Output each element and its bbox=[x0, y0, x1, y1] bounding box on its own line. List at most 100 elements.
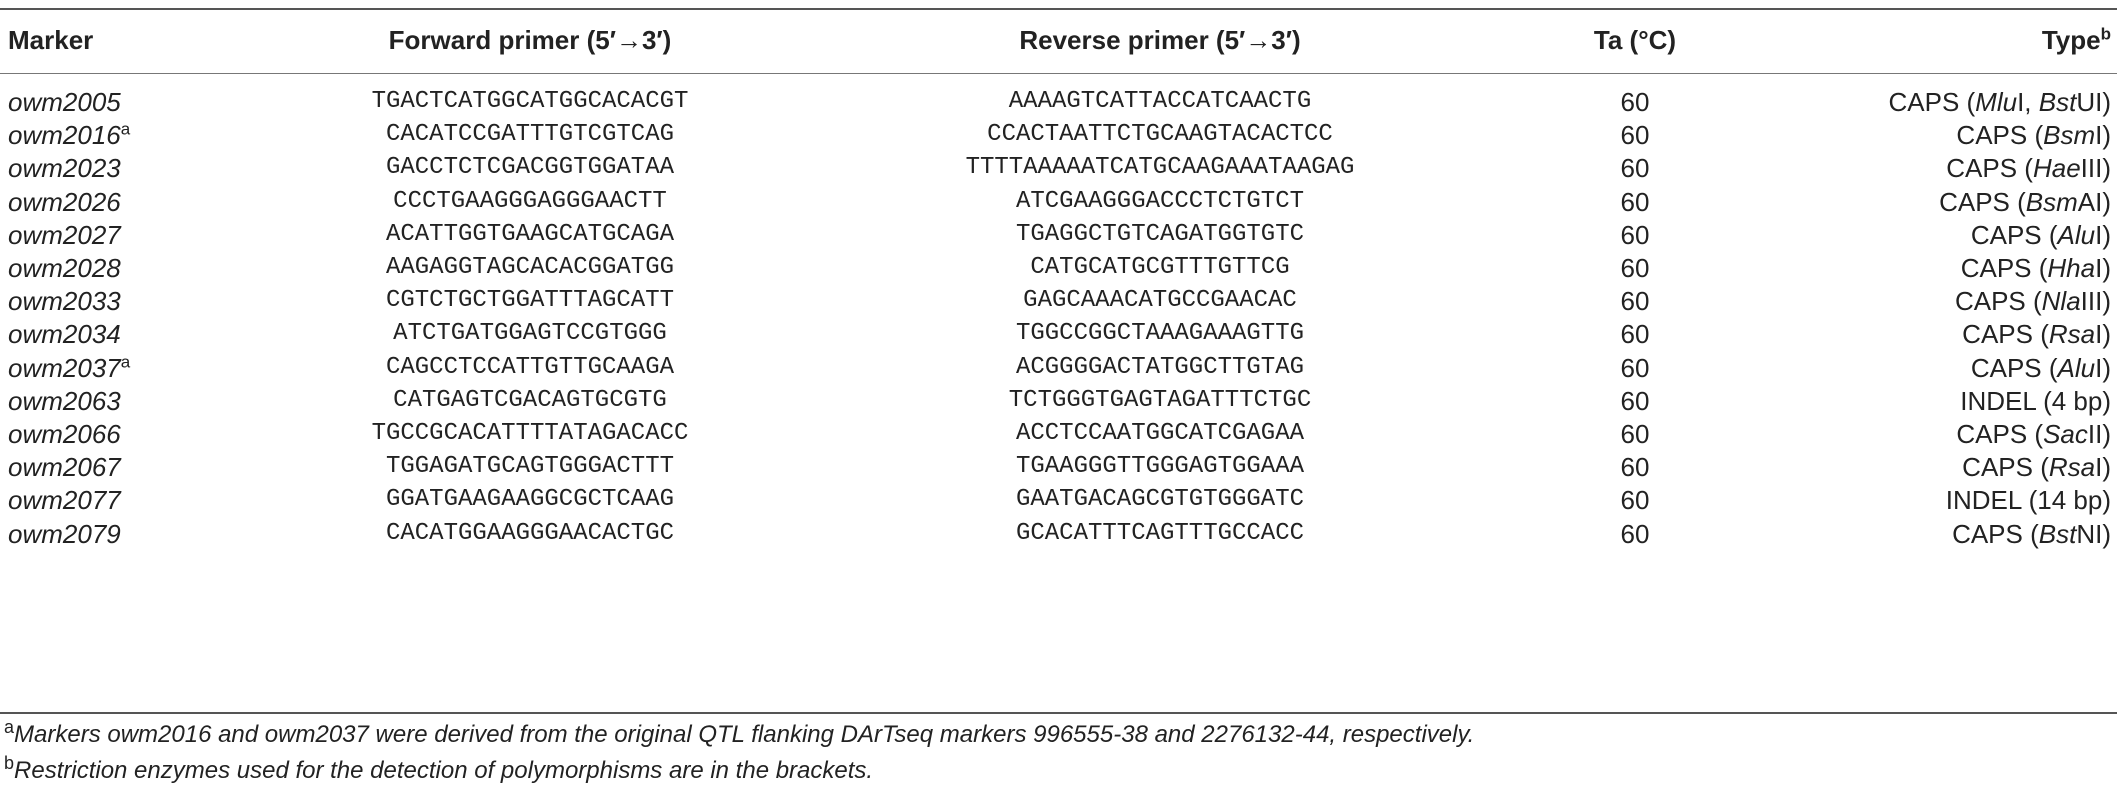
type-prefix: INDEL (14 bp) bbox=[1945, 485, 2111, 516]
footnote-a: aMarkers owm2016 and owm2037 were derive… bbox=[4, 718, 1474, 749]
reverse-primer-cell: TGAGGCTGTCAGATGGTGTC bbox=[1015, 220, 1305, 248]
ta-cell: 60 bbox=[1620, 319, 1650, 350]
type-prefix: CAPS ( bbox=[1970, 352, 2058, 383]
ta-cell: 60 bbox=[1620, 120, 1650, 151]
type-cell: CAPS (HaeIII) bbox=[1946, 146, 2111, 190]
marker-name: owm2016 bbox=[8, 120, 121, 151]
ta-cell: 60 bbox=[1620, 87, 1650, 117]
enzyme-name: Rsa bbox=[2048, 452, 2096, 483]
type-prefix: CAPS ( bbox=[1954, 286, 2042, 317]
header-type-label: Type bbox=[2041, 25, 2101, 55]
reverse-primer-cell: AAAAGTCATTACCATCAACTG bbox=[1008, 88, 1312, 115]
marker-name: owm2027 bbox=[8, 219, 121, 250]
forward-primer-cell: ATCTGATGGAGTCCGTGGG bbox=[393, 320, 667, 348]
enzyme-name: Alu bbox=[2057, 352, 2096, 383]
marker-name: owm2034 bbox=[8, 319, 121, 350]
type-suffix: I) bbox=[2095, 219, 2111, 250]
table-header-rule bbox=[0, 73, 2117, 74]
ta-cell: 60 bbox=[1620, 153, 1650, 184]
reverse-primer-cell: CATGCATGCGTTTGTTCG bbox=[1030, 254, 1290, 281]
marker-cell: owm2034 bbox=[8, 312, 121, 356]
marker-cell: owm2066 bbox=[8, 412, 121, 456]
type-suffix: II) bbox=[2087, 419, 2111, 449]
marker-cell: owm2063 bbox=[8, 379, 121, 423]
header-ta: Ta (°C) bbox=[1593, 25, 1677, 55]
type-suffix: AI) bbox=[2077, 186, 2111, 217]
ta-cell: 60 bbox=[1620, 253, 1650, 283]
table-row: owm2066 TGCCGCACATTTTATAGACACC ACCTCCAATGG… bbox=[0, 412, 2117, 456]
type-prefix: CAPS ( bbox=[1956, 419, 2044, 449]
ta-cell: 60 bbox=[1620, 186, 1650, 217]
marker-name: owm2028 bbox=[8, 253, 121, 283]
footnote-b-text: Restriction enzymes used for the detecti… bbox=[14, 757, 874, 784]
type-prefix: CAPS ( bbox=[1970, 219, 2058, 250]
reverse-primer-cell: TTTTAAAAATCATGCAAGAAATAAGAG bbox=[965, 154, 1355, 182]
type-cell: CAPS (BsmI) bbox=[1956, 113, 2111, 157]
table-row: owm2067 TGGAGATGCAGTGGGACTTT TGAAGGGTTGGGA… bbox=[0, 445, 2117, 489]
header-reverse-primer: Reverse primer (5′→3′) bbox=[1019, 25, 1301, 55]
reverse-primer-cell: TGGCCGGCTAAAGAAAGTTG bbox=[1015, 320, 1305, 348]
enzyme-name: Sac bbox=[2043, 419, 2088, 449]
ta-cell: 60 bbox=[1620, 352, 1650, 383]
marker-name: owm2067 bbox=[8, 452, 121, 483]
table-bottom-rule bbox=[0, 712, 2117, 714]
type-prefix: CAPS ( bbox=[1960, 253, 2048, 283]
marker-cell: owm2077 bbox=[8, 478, 121, 522]
table-header-row: Marker Forward primer (5′→3′) Reverse pr… bbox=[0, 10, 2117, 55]
type-cell: CAPS (RsaI) bbox=[1962, 445, 2111, 489]
table-row: owm2028 AAGAGGTAGCACACGGATGG CATGCATGCGTTT… bbox=[0, 246, 2117, 290]
table-row: owm2034 ATCTGATGGAGTCCGTGGG TGGCCGGCTAAAGA… bbox=[0, 312, 2117, 356]
forward-primer-cell: CCCTGAAGGGAGGGAACTT bbox=[393, 187, 667, 215]
enzyme-name: Bsm bbox=[2025, 186, 2078, 217]
forward-primer-cell: CGTCTGCTGGATTTAGCATT bbox=[385, 287, 675, 315]
reverse-primer-cell: CCACTAATTCTGCAAGTACACTCC bbox=[987, 121, 1333, 149]
enzyme-name: Mlu bbox=[1975, 87, 2018, 117]
ta-cell: 60 bbox=[1620, 385, 1650, 416]
type-cell: CAPS (BstNI) bbox=[1952, 512, 2111, 556]
header-marker: Marker bbox=[8, 25, 94, 55]
forward-primer-cell: TGACTCATGGCATGGCACACGT bbox=[371, 88, 689, 115]
marker-name: owm2023 bbox=[8, 153, 121, 184]
type-prefix: CAPS ( bbox=[1952, 518, 2039, 549]
type-mid: I, bbox=[2017, 87, 2039, 117]
enzyme-name: Nla bbox=[2041, 286, 2081, 317]
forward-primer-cell: TGGAGATGCAGTGGGACTTT bbox=[385, 453, 675, 481]
type-suffix: III) bbox=[2080, 153, 2111, 184]
type-suffix: I) bbox=[2095, 452, 2111, 483]
forward-primer-cell: AAGAGGTAGCACACGGATGG bbox=[385, 254, 675, 281]
marker-cell: owm2067 bbox=[8, 445, 121, 489]
type-prefix: CAPS ( bbox=[1888, 87, 1976, 117]
reverse-primer-cell: ACCTCCAATGGCATCGAGAA bbox=[1015, 420, 1305, 447]
reverse-primer-cell: TGAAGGGTTGGGAGTGGAAA bbox=[1015, 453, 1305, 481]
marker-cell: owm2033 bbox=[8, 279, 121, 323]
marker-name: owm2079 bbox=[8, 518, 121, 549]
forward-primer-cell: CAGCCTCCATTGTTGCAAGA bbox=[385, 353, 675, 381]
ta-cell: 60 bbox=[1620, 419, 1650, 449]
marker-cell: owm2037a bbox=[8, 346, 130, 390]
enzyme-name: Alu bbox=[2057, 219, 2096, 250]
marker-sup: a bbox=[120, 351, 131, 371]
header-type: Typeb bbox=[2042, 10, 2111, 70]
marker-cell: owm2023 bbox=[8, 146, 121, 190]
type-cell: CAPS (NlaIII) bbox=[1955, 279, 2111, 323]
marker-name: owm2037 bbox=[8, 352, 121, 383]
type-suffix: UI) bbox=[2076, 87, 2111, 117]
reverse-primer-cell: ATCGAAGGGACCCTCTGTCT bbox=[1015, 187, 1305, 215]
marker-name: owm2063 bbox=[8, 385, 121, 416]
type-cell: CAPS (MluI, BstUI) bbox=[1888, 80, 2111, 124]
footnote-b-marker: b bbox=[4, 753, 15, 773]
forward-primer-cell: TGCCGCACATTTTATAGACACC bbox=[371, 420, 689, 447]
reverse-primer-cell: TCTGGGTGAGTAGATTTCTGC bbox=[1008, 386, 1312, 414]
marker-cell: owm2028 bbox=[8, 246, 121, 290]
forward-primer-cell: CACATCCGATTTGTCGTCAG bbox=[385, 121, 675, 149]
type-cell: INDEL (4 bp) bbox=[1960, 379, 2111, 423]
enzyme-name-2: Bst bbox=[2038, 87, 2077, 117]
forward-primer-cell: GGATGAAGAAGGCGCTCAAG bbox=[385, 486, 675, 514]
type-cell: CAPS (BsmAI) bbox=[1939, 180, 2111, 224]
